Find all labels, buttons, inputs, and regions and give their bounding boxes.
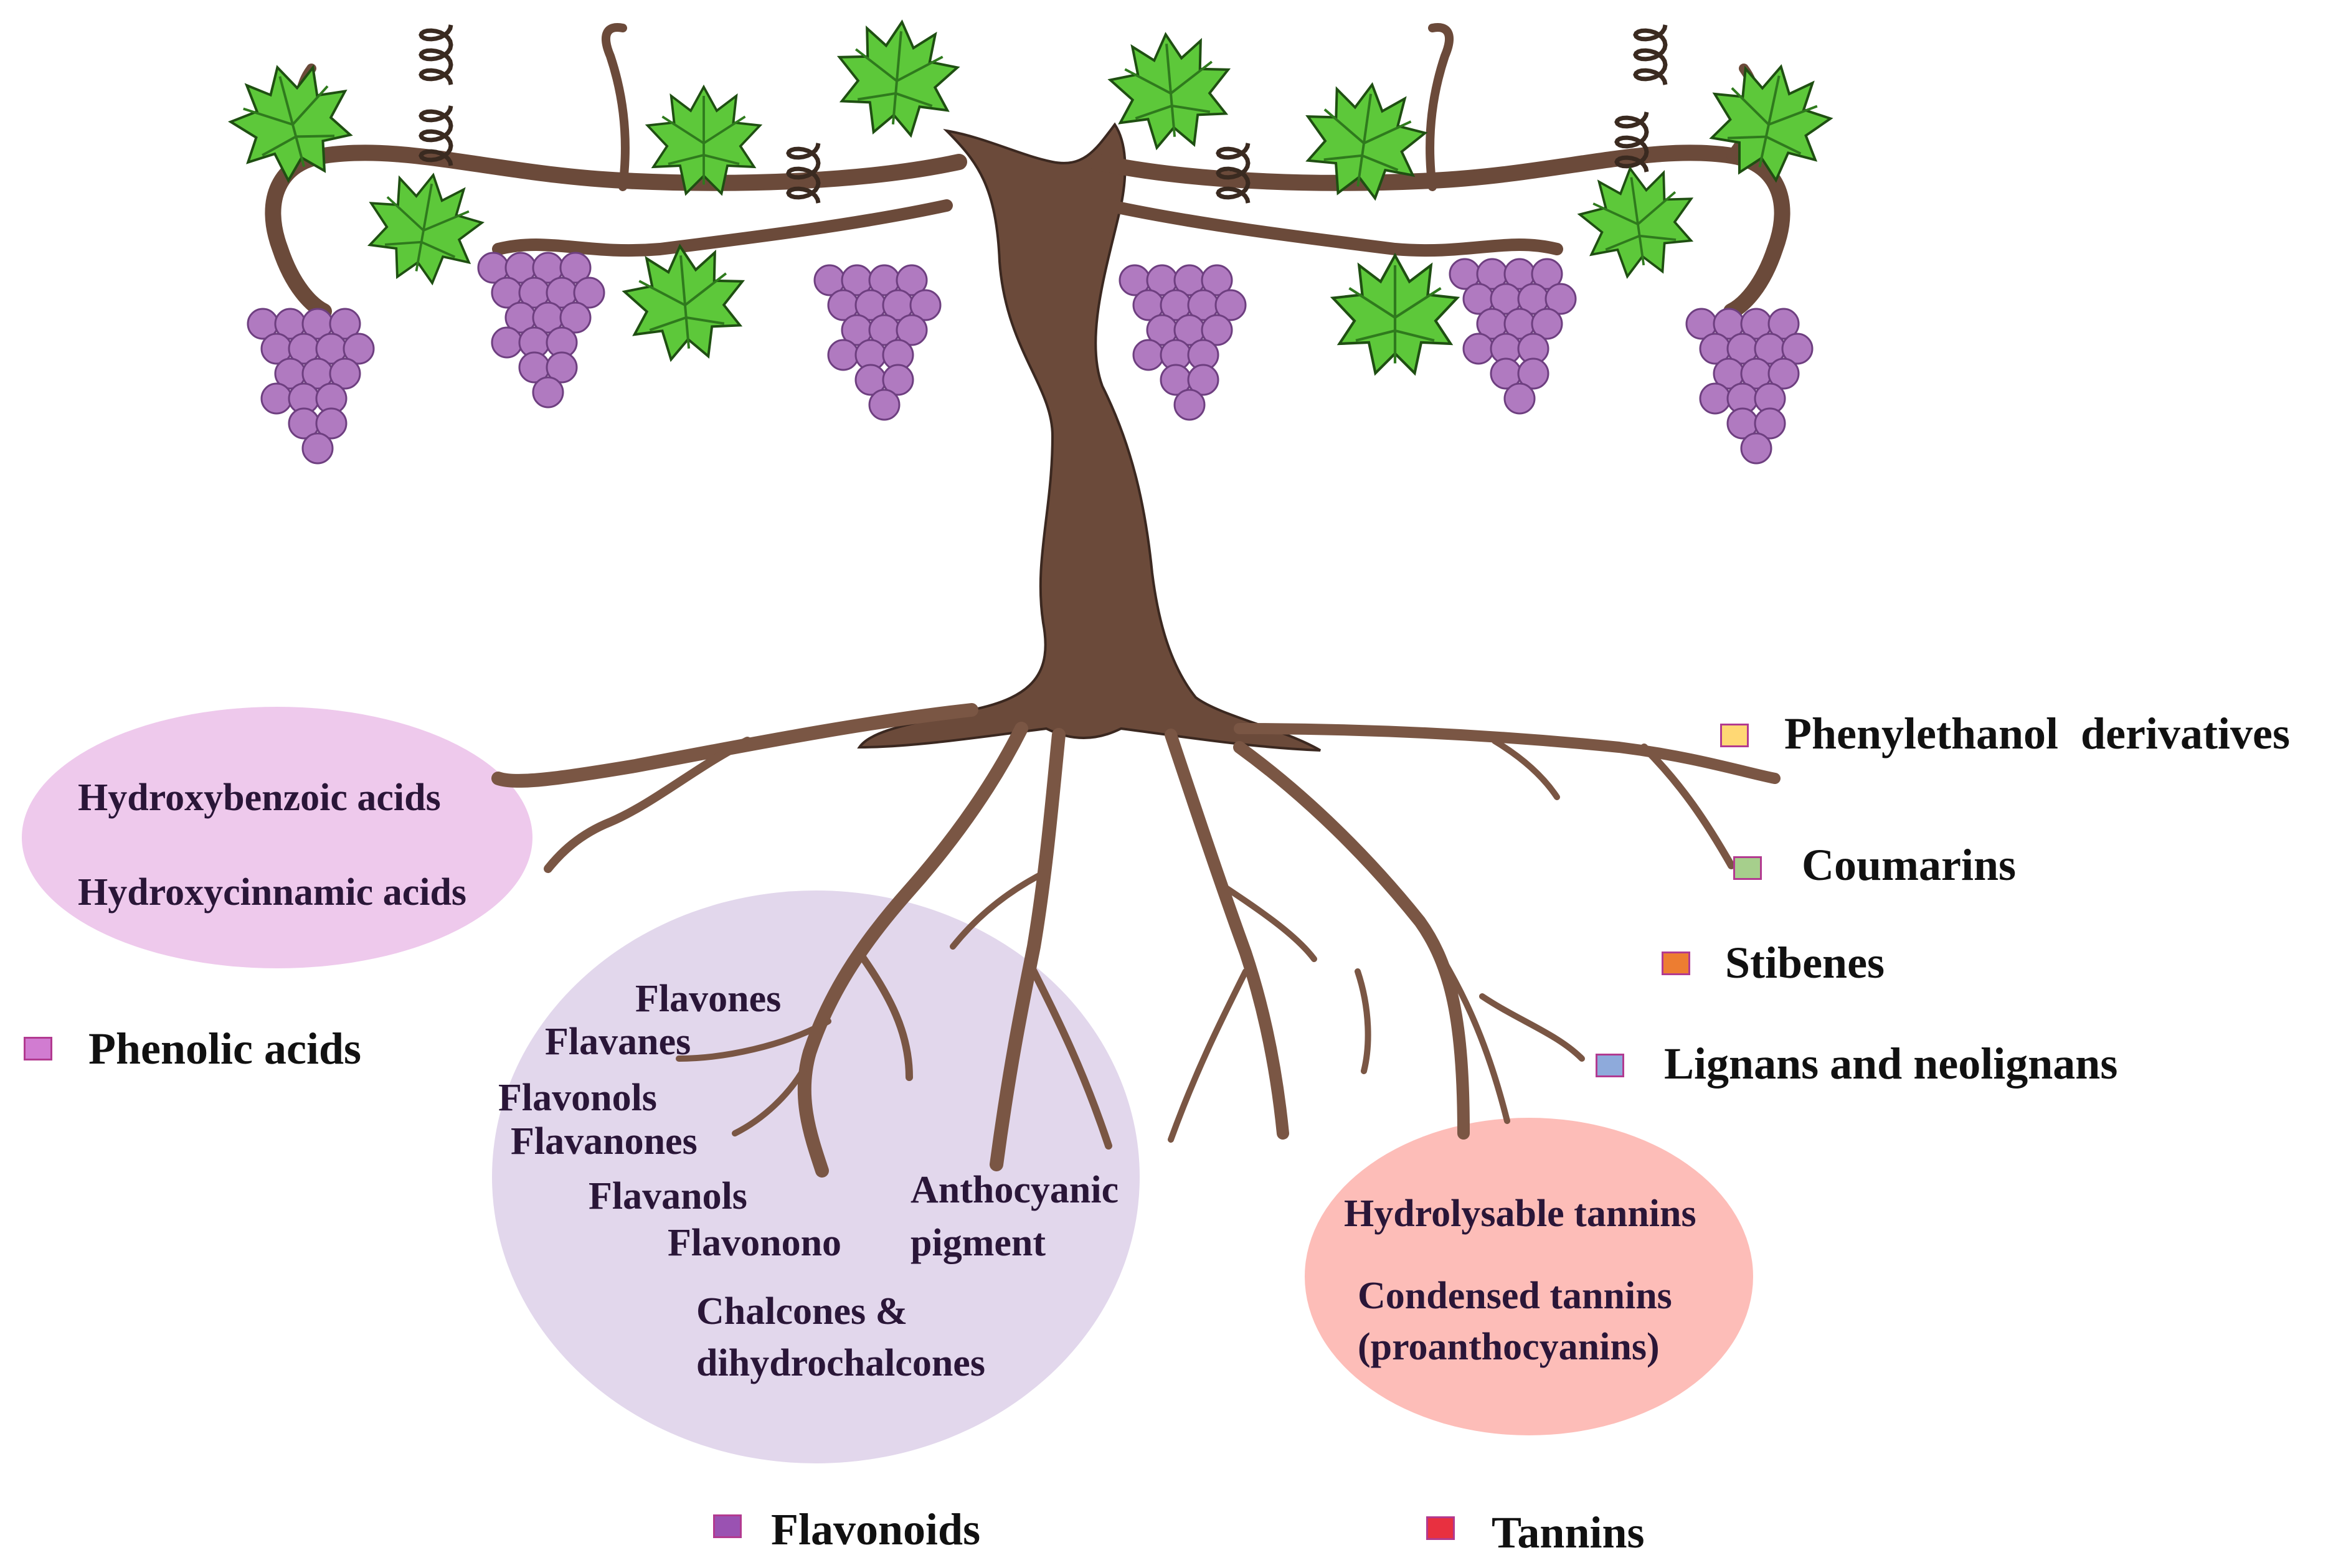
tendril-icon [1633, 24, 1668, 85]
legend-phenolic-acids: Phenolic acids [88, 1024, 362, 1074]
grape-leaf-icon [367, 172, 485, 286]
legend-phenylethanol-derivatives: Phenylethanol derivatives [1784, 709, 2290, 758]
coumarins-swatch [1733, 856, 1762, 880]
label-hydrolysable-tannins: Hydrolysable tannins [1344, 1193, 1696, 1235]
label-chalcones: Chalcones & [696, 1290, 908, 1333]
label-condensed-tannins: Condensed tannins [1358, 1275, 1672, 1317]
grape-leaf-icon [228, 64, 353, 184]
vine-leaves [228, 19, 1833, 376]
stibenes-swatch [1662, 952, 1690, 975]
vine-tendrils [419, 24, 1668, 204]
tendril-icon [1614, 111, 1649, 172]
phenolic-acids-swatch [24, 1037, 52, 1060]
tendril-icon [419, 24, 453, 85]
label-flavonols: Flavonols [498, 1077, 657, 1119]
grape-cluster-icon [1119, 264, 1247, 421]
grape-leaf-icon [1107, 32, 1231, 151]
label-dihydrochalcones: dihydrochalcones [696, 1342, 985, 1384]
tannins-bubble [1305, 1118, 1753, 1435]
tendril-icon [786, 143, 821, 204]
flavonoids-bubble [492, 890, 1140, 1463]
legend-stibenes: Stibenes [1725, 938, 1885, 988]
legend-tannins: Tannins [1492, 1508, 1645, 1557]
grape-leaf-icon [1330, 252, 1460, 376]
legend-lignans-neolignans: Lignans and neolignans [1664, 1039, 2118, 1089]
label-hydroxybenzoic-acids: Hydroxybenzoic acids [78, 777, 441, 819]
grape-leaf-icon [1305, 82, 1428, 201]
label-pigment: pigment [911, 1222, 1046, 1264]
grape-cluster-icon [477, 252, 605, 409]
tendril-icon [1216, 143, 1251, 204]
vine-roots [491, 703, 1781, 1178]
legend-flavonoids: Flavonoids [771, 1504, 981, 1554]
phenylethanol-swatch [1720, 724, 1749, 747]
grape-leaf-icon [645, 84, 763, 196]
label-flavones: Flavones [635, 978, 782, 1020]
grape-clusters [247, 252, 1814, 465]
label-hydroxycinnamic-acids: Hydroxycinnamic acids [78, 871, 467, 914]
grape-leaf-icon [836, 19, 960, 138]
label-flavanones: Flavanones [511, 1120, 698, 1163]
grape-leaf-icon [1577, 166, 1694, 279]
grape-cluster-icon [247, 308, 375, 465]
grape-cluster-icon [1685, 308, 1814, 465]
grape-leaf-icon [622, 243, 745, 362]
label-flavanols: Flavanols [589, 1175, 747, 1217]
vine-trunk [857, 122, 1322, 752]
label-flavanes: Flavanes [545, 1021, 691, 1063]
label-proanthocyanins: (proanthocyanins) [1358, 1326, 1660, 1368]
tendril-icon [419, 105, 453, 166]
grape-cluster-icon [813, 264, 942, 421]
tannins-swatch [1426, 1516, 1455, 1540]
grape-leaf-icon [1709, 64, 1833, 183]
legend-coumarins: Coumarins [1802, 840, 2017, 890]
flavonoids-swatch [713, 1514, 742, 1538]
phenolic-acids-bubble [22, 707, 532, 968]
grape-cluster-icon [1449, 258, 1577, 415]
lignans-swatch [1596, 1054, 1624, 1077]
label-flavonono: Flavonono [668, 1222, 842, 1264]
label-anthocyanic: Anthocyanic [911, 1169, 1119, 1211]
